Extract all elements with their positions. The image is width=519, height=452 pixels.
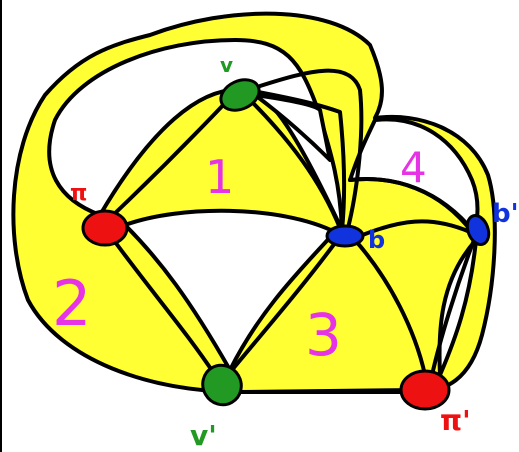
hole-wedge bbox=[253, 93, 332, 162]
vertex-labels: v π b b' v' π' bbox=[70, 53, 519, 452]
label-b-prime: b' bbox=[492, 199, 519, 229]
label-pi: π bbox=[70, 181, 87, 206]
region-label-1: 1 bbox=[205, 150, 234, 204]
hole-center bbox=[123, 208, 337, 372]
edge-outer bbox=[11, 11, 497, 394]
vertices bbox=[81, 74, 492, 412]
vertex-b[interactable] bbox=[325, 224, 365, 248]
vertex-pi-prime[interactable] bbox=[399, 369, 451, 411]
label-pi-prime: π' bbox=[440, 404, 471, 437]
edge-b-bprime-2 bbox=[358, 219, 472, 238]
vertex-b-prime[interactable] bbox=[463, 212, 492, 247]
edge-bprime-piprime bbox=[430, 238, 476, 377]
edge-loop-b bbox=[258, 68, 364, 230]
region-label-2: 2 bbox=[52, 267, 91, 340]
edges bbox=[11, 11, 497, 394]
region-label-4: 4 bbox=[400, 143, 427, 192]
edge-b-bprime bbox=[348, 177, 474, 234]
vertex-v[interactable] bbox=[216, 74, 264, 116]
edge-b-piprime bbox=[353, 238, 427, 377]
label-v: v bbox=[220, 53, 233, 77]
edge-loop-a bbox=[256, 90, 347, 232]
vertex-v-prime[interactable] bbox=[196, 358, 249, 412]
region-label-3: 3 bbox=[305, 301, 342, 369]
label-b: b bbox=[368, 226, 385, 254]
edge-b-vprime bbox=[230, 241, 337, 372]
edge-pi-vprime bbox=[108, 233, 217, 377]
edge-v-b bbox=[248, 98, 342, 230]
label-v-prime: v' bbox=[190, 419, 217, 452]
region-labels: 1 2 3 4 bbox=[52, 143, 427, 369]
edge-v-pi bbox=[108, 98, 230, 220]
vertex-pi[interactable] bbox=[81, 209, 129, 247]
